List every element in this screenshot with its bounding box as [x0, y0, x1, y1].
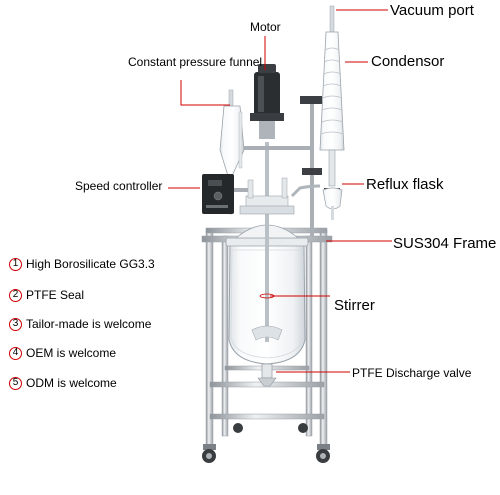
feature-number: 1 — [9, 257, 22, 271]
feature-item: 1 High Borosilicate GG3.3 — [9, 255, 155, 273]
feature-item: 5 ODM is welcome — [9, 374, 117, 392]
stirrer-label: Stirrer — [334, 297, 375, 314]
feature-number: 2 — [9, 288, 22, 302]
feature-text: Tailor-made is welcome — [26, 317, 152, 331]
feature-item: 2 PTFE Seal — [9, 286, 84, 304]
vacuum-port-label: Vacuum port — [390, 2, 474, 19]
constant-pressure-funnel-label: Constant pressure funnel — [128, 55, 263, 69]
feature-number: 4 — [9, 346, 22, 360]
feature-item: 4 OEM is welcome — [9, 344, 116, 362]
reflux-flask — [322, 187, 343, 220]
condenser — [290, 5, 345, 198]
reflux-flask-label: Reflux flask — [366, 176, 444, 193]
frame-label: SUS304 Frame — [393, 235, 497, 252]
feature-text: High Borosilicate GG3.3 — [26, 257, 155, 271]
feature-item: 3 Tailor-made is welcome — [9, 315, 151, 333]
discharge-valve-label: PTFE Discharge valve — [352, 366, 472, 380]
feature-number: 5 — [9, 376, 22, 390]
leader-lines — [168, 9, 392, 373]
feature-text: ODM is welcome — [26, 376, 117, 390]
speed-controller-label: Speed controller — [75, 179, 163, 193]
speed-controller — [202, 174, 248, 214]
feature-number: 3 — [9, 317, 22, 331]
feature-text: PTFE Seal — [26, 288, 85, 302]
motor-label: Motor — [250, 20, 281, 34]
casters — [202, 423, 330, 463]
feature-text: OEM is welcome — [26, 346, 117, 360]
condensor-label: Condensor — [371, 53, 445, 70]
motor — [250, 64, 284, 139]
